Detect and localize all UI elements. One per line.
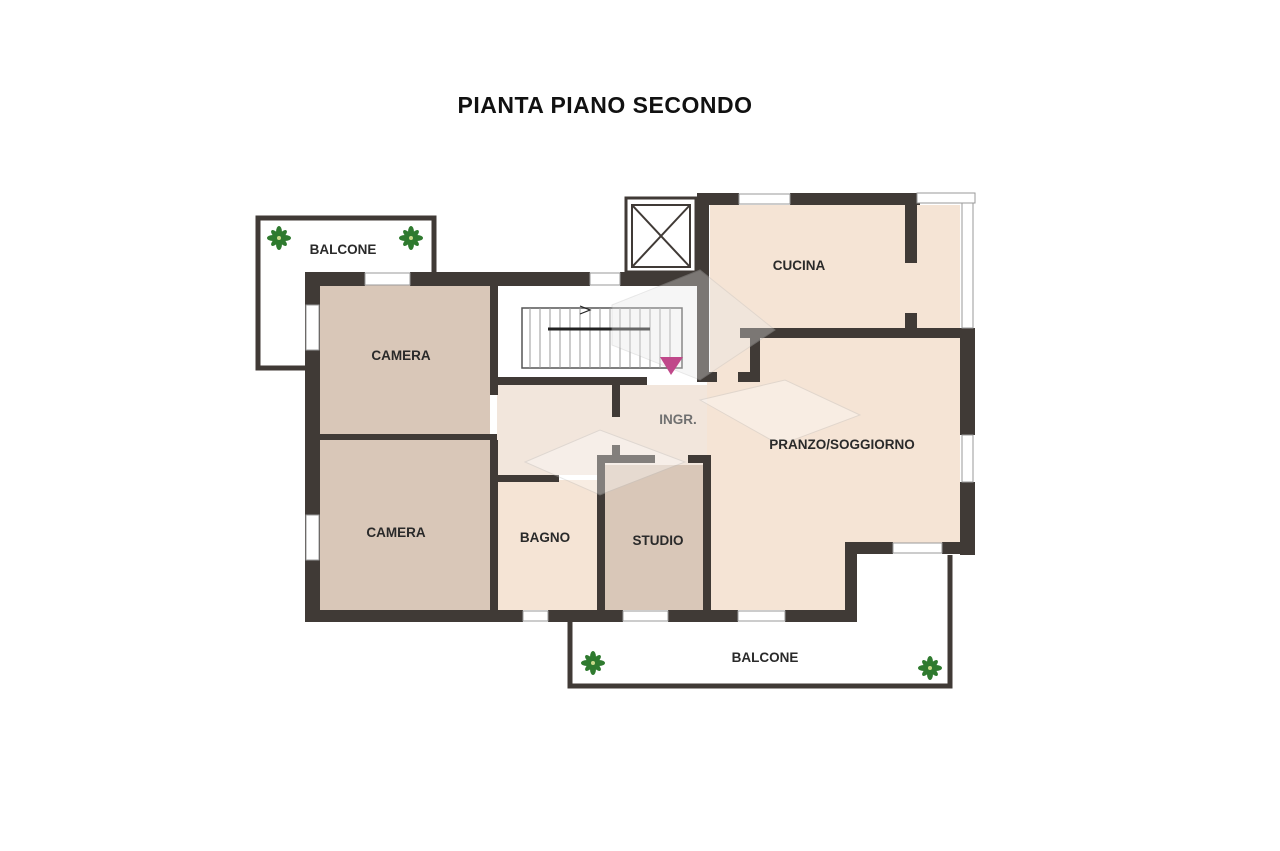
- plan-title: PIANTA PIANO SECONDO: [457, 92, 753, 118]
- room-labels: BALCONE CAMERA CAMERA BAGNO STUDIO INGR.…: [310, 242, 915, 665]
- elevator-icon: [624, 196, 698, 274]
- floor-pranzo-soggiorno: [710, 330, 960, 610]
- label-cucina: CUCINA: [773, 258, 826, 273]
- balcony-bottom: [567, 555, 953, 689]
- floor-studio: [603, 465, 703, 610]
- plant-icon: [581, 651, 605, 675]
- label-camera-top: CAMERA: [371, 348, 430, 363]
- windows: [305, 192, 976, 622]
- entry-overlay: [523, 269, 862, 496]
- label-camera-bottom: CAMERA: [366, 525, 425, 540]
- floor-camera-top: [320, 285, 490, 435]
- label-ingresso: INGR.: [659, 412, 697, 427]
- plant-icon: [267, 226, 291, 250]
- floor-cucina: [710, 205, 960, 330]
- stairs-icon: [521, 305, 683, 369]
- label-bagno: BAGNO: [520, 530, 570, 545]
- label-balcone-top: BALCONE: [310, 242, 377, 257]
- label-balcone-bottom: BALCONE: [732, 650, 799, 665]
- label-pranzo-soggiorno: PRANZO/SOGGIORNO: [769, 437, 915, 452]
- label-studio: STUDIO: [632, 533, 683, 548]
- floor-camera-bottom: [320, 440, 490, 610]
- floor-bagno: [497, 480, 597, 610]
- plant-icon: [399, 226, 423, 250]
- entry-arrow-icon: [660, 357, 683, 375]
- plant-icon: [918, 656, 942, 680]
